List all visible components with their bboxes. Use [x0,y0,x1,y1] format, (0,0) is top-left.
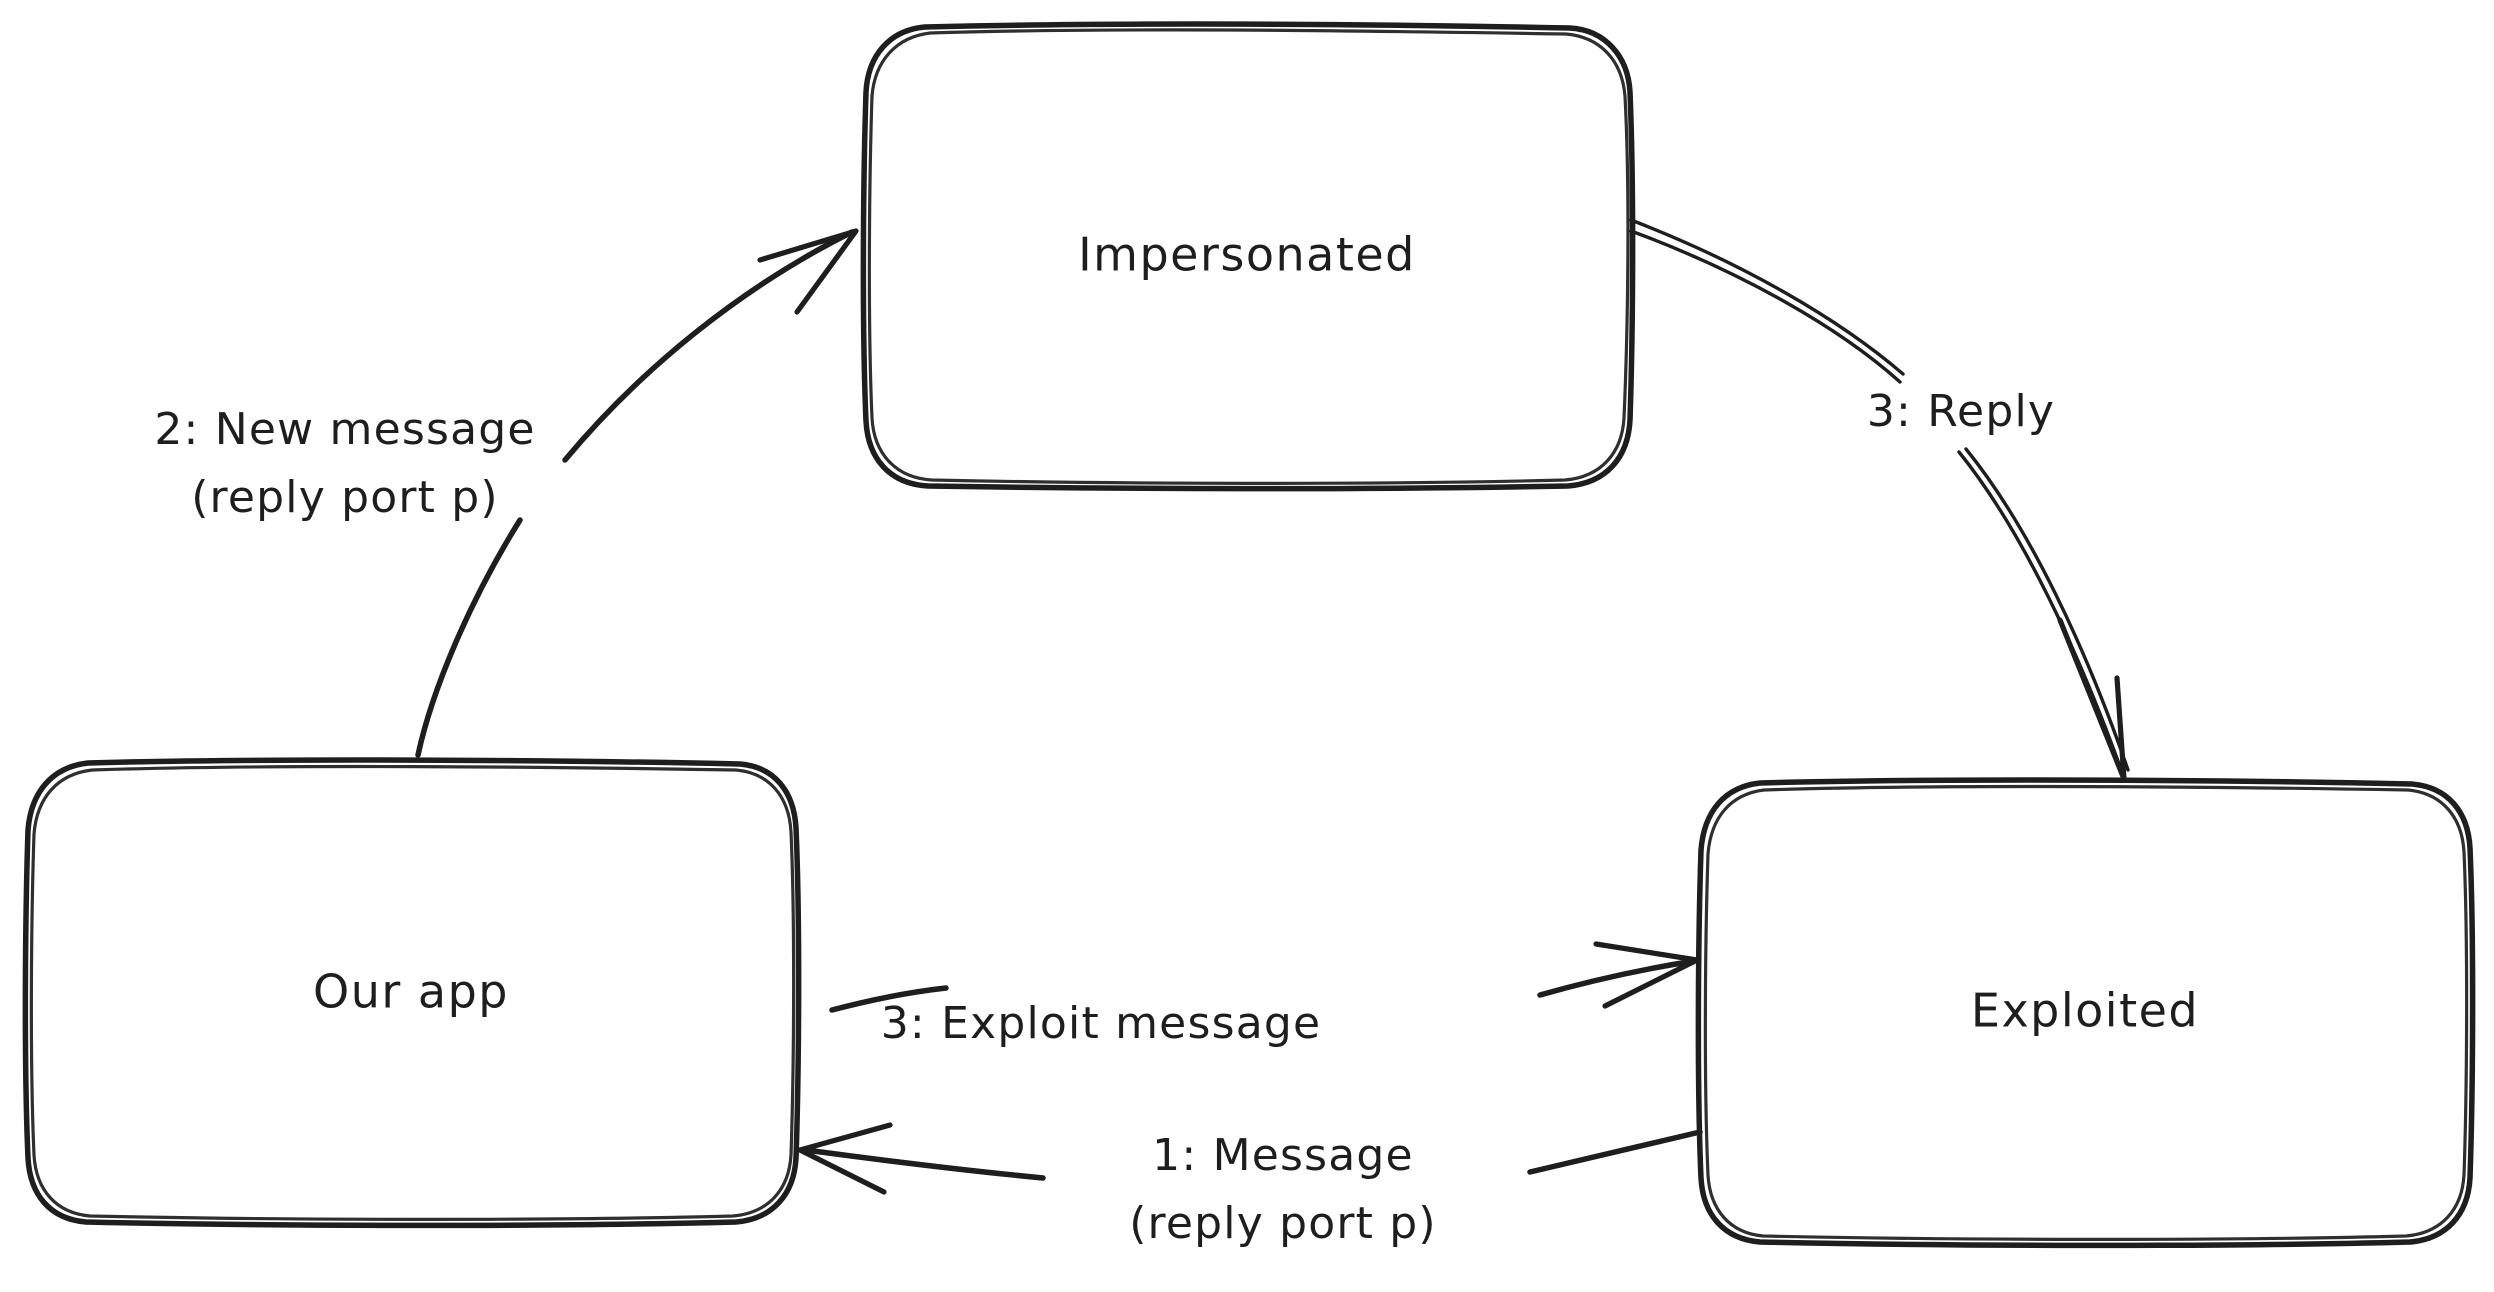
edge-our-app-to-impersonated-label-line1: 2: New message [154,404,535,455]
node-our-app[interactable]: Our app [22,757,802,1229]
edge-our-app-to-impersonated[interactable]: 2: New message (reply port p) [154,228,859,758]
edge-our-app-to-impersonated-upper [562,229,855,463]
edge-exploited-to-our-app-arrowhead [797,1122,893,1195]
edge-our-app-to-exploited-right [1537,958,1697,998]
edge-impersonated-to-exploited[interactable]: 3: Reply [1629,218,2130,782]
edge-our-app-to-exploited-label-line1: 3: Exploit message [881,998,1322,1049]
edge-impersonated-to-exploited-label-line1: 3: Reply [1867,386,2055,437]
edge-impersonated-to-exploited-seg1b [1629,229,1902,384]
edge-exploited-to-our-app-left [803,1147,1046,1181]
node-our-app-label: Our app [313,965,509,1019]
edge-exploited-to-our-app-right [1527,1129,1703,1175]
edge-exploited-to-our-app-label-line1: 1: Message [1152,1130,1414,1181]
edge-impersonated-to-exploited-seg2a [1957,450,2124,774]
edge-impersonated-to-exploited-arrowhead [2057,617,2127,782]
edge-our-app-to-exploited-left [829,985,949,1013]
edge-our-app-to-exploited[interactable]: 3: Exploit message [829,941,1700,1049]
edge-our-app-to-exploited-arrowhead [1593,941,1700,1009]
node-exploited-outline-sketch [1703,784,2469,1241]
node-impersonated-outline-sketch [867,28,1630,485]
node-exploited-label: Exploited [1971,984,2199,1038]
edge-impersonated-to-exploited-seg1a [1629,218,1905,376]
edge-exploited-to-our-app[interactable]: 1: Message (reply port p) [797,1122,1703,1249]
edge-impersonated-to-exploited-seg2b [1964,447,2130,772]
edge-exploited-to-our-app-label-line2: (reply port p) [1129,1198,1437,1249]
edge-our-app-to-impersonated-label-line2: (reply port p) [191,472,499,523]
node-our-app-outline-sketch [29,764,796,1221]
node-exploited[interactable]: Exploited [1695,777,2476,1249]
node-impersonated[interactable]: Impersonated [860,21,1636,492]
node-impersonated-label: Impersonated [1078,228,1416,282]
edge-our-app-to-impersonated-lower [415,517,523,758]
edge-our-app-to-impersonated-arrowhead [757,228,859,315]
